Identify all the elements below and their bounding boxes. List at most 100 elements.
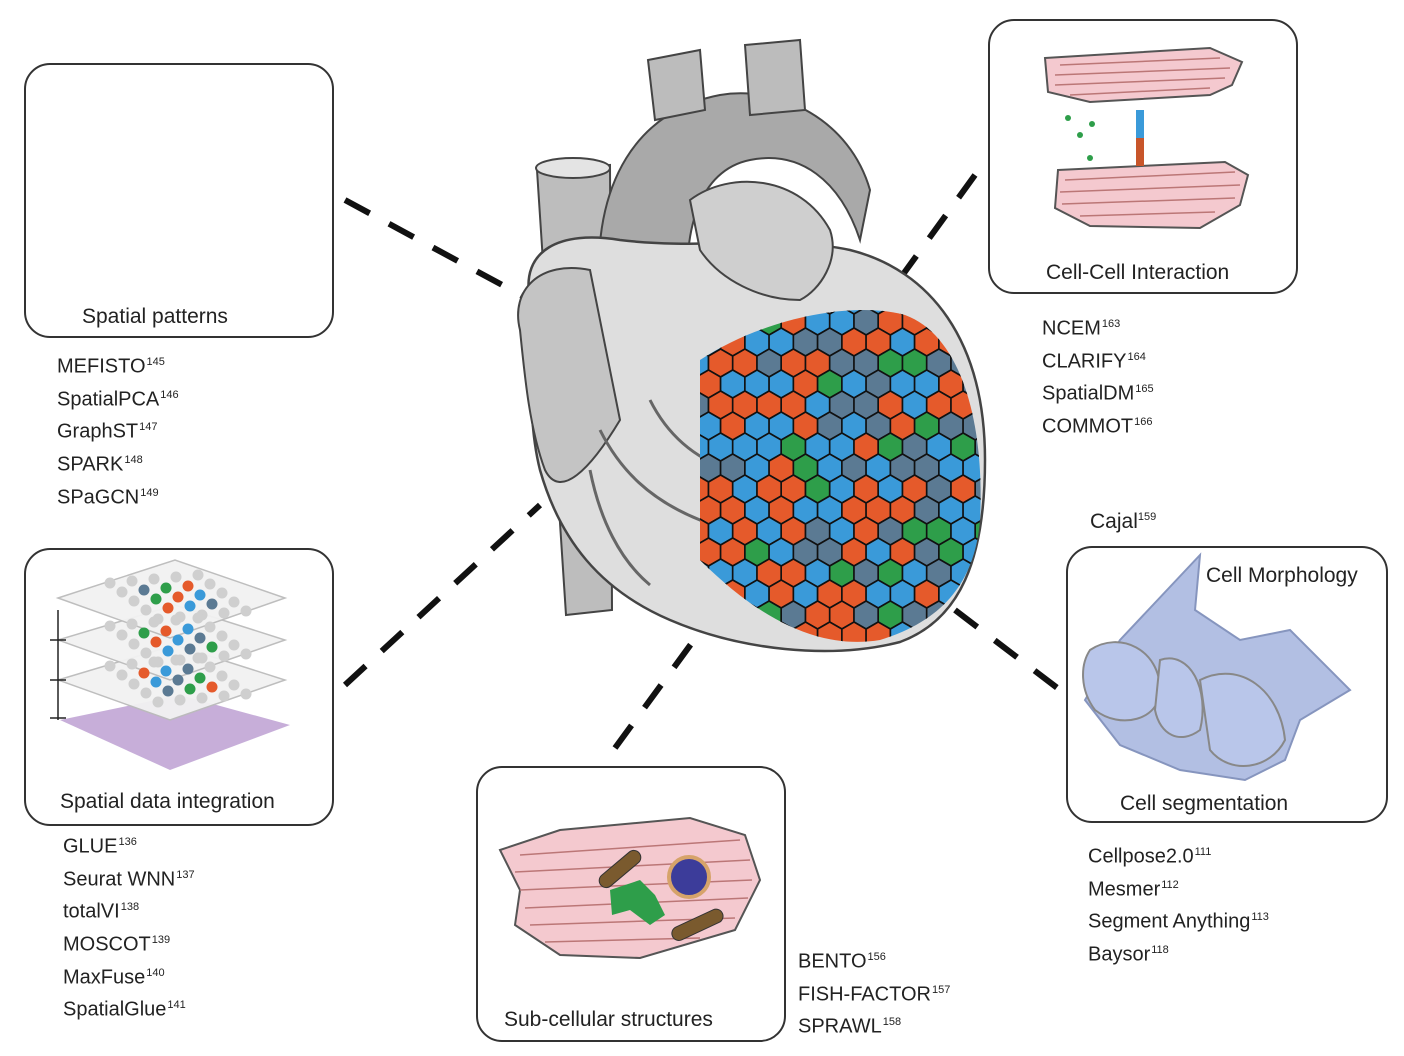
layer-spot — [104, 660, 116, 672]
layer-spot — [104, 577, 116, 589]
spatial-spot — [962, 579, 981, 609]
spatial-spot — [975, 769, 999, 797]
spatial-spot — [696, 706, 720, 734]
method-name: totalVI — [63, 900, 120, 923]
method-item: GLUE136 — [63, 828, 195, 861]
method-reference: 163 — [1101, 318, 1121, 330]
spatial-spot — [1024, 601, 1048, 629]
spatial-spot — [987, 454, 1011, 482]
spatial-spot — [769, 706, 793, 734]
layer-spot — [174, 694, 186, 706]
spatial-spot — [1036, 454, 1060, 482]
spatial-spot — [1000, 727, 1024, 755]
spatial-spot — [903, 685, 927, 713]
spatial-spot — [890, 706, 914, 734]
method-reference: 156 — [867, 951, 886, 963]
spatial-spot — [1157, 496, 1181, 524]
spatial-spot — [1121, 475, 1145, 503]
spatial-spot — [769, 664, 793, 692]
layer-spot — [138, 584, 150, 596]
spatial-spot — [878, 685, 902, 713]
method-name: GLUE — [63, 835, 118, 858]
method-name: GraphST — [57, 420, 139, 443]
layer-spot — [138, 667, 150, 679]
layer-spot — [160, 625, 172, 637]
spatial-spot — [1084, 454, 1108, 482]
layer-spot — [128, 595, 140, 607]
layer-spot — [170, 654, 182, 666]
method-reference: 113 — [1251, 911, 1269, 924]
spatial-spot — [1036, 580, 1060, 608]
method-name: SPaGCN — [57, 486, 140, 509]
layer-spot — [172, 674, 184, 686]
spatial-spot — [1169, 307, 1193, 335]
spatial-spot — [1012, 748, 1036, 776]
layer-spot — [140, 647, 152, 659]
spatial-spot — [903, 643, 927, 671]
spatial-spot — [1024, 685, 1048, 713]
subcellular-art — [498, 816, 762, 960]
layer-spot — [216, 587, 228, 599]
layer-spot — [194, 672, 206, 684]
method-name: SPRAWL — [798, 1015, 882, 1038]
method-reference: 148 — [124, 453, 143, 466]
layer-spot — [128, 638, 140, 650]
layer-spot — [240, 605, 252, 617]
layer-spot — [184, 683, 196, 695]
sub-cellular-panel: Sub-cellular structures — [476, 766, 786, 1042]
spatial-spot — [709, 727, 733, 755]
method-reference: 137 — [176, 868, 195, 881]
cell-morphology-label: Cell Morphology — [1206, 564, 1358, 587]
spatial-spot — [745, 664, 769, 692]
spatial-spot — [866, 748, 890, 776]
spatial-spot — [709, 643, 733, 671]
spatial-spot — [793, 664, 817, 692]
layer-spot — [206, 641, 218, 653]
layer-spot — [148, 573, 160, 585]
spatial-spot — [1109, 454, 1133, 482]
spatial-spot — [1024, 475, 1048, 503]
spatial-spot — [781, 685, 805, 713]
spatial-spot — [915, 664, 939, 692]
spatial-spot — [1145, 475, 1169, 503]
layer-spot — [182, 623, 194, 635]
spatial-spot — [721, 706, 745, 734]
spatial-spot — [878, 769, 902, 797]
layer-spot — [228, 679, 240, 691]
method-item: Mesmer112 — [1088, 871, 1269, 904]
spatial-spot — [987, 412, 1011, 440]
method-reference: 141 — [167, 999, 186, 1012]
spatial-spot — [866, 706, 890, 734]
spatial-spot — [1097, 475, 1121, 503]
spatial-spot — [903, 727, 927, 755]
method-name: MOSCOT — [63, 933, 151, 956]
spatial-spot — [974, 310, 981, 336]
spatial-spot — [951, 643, 975, 671]
method-reference: 140 — [146, 966, 165, 979]
spatial-spot — [987, 538, 1011, 566]
spatial-data-integration-panel: Spatial data integration — [24, 548, 334, 826]
method-item: totalVI138 — [63, 893, 195, 926]
layer-spot — [126, 575, 138, 587]
method-reference: 165 — [1135, 383, 1154, 396]
layer-spot — [116, 629, 128, 641]
spatial-spot — [939, 706, 963, 734]
method-item: FISH-FACTOR157 — [798, 976, 950, 1009]
spatial-spot — [866, 664, 890, 692]
method-item: SPRAWL158 — [798, 1008, 950, 1041]
layer-spot — [240, 648, 252, 660]
spatial-spot — [1012, 496, 1036, 524]
spatial-spot — [975, 727, 999, 755]
spatial-spot — [974, 558, 981, 588]
method-item: GraphST147 — [57, 413, 179, 446]
spatial-spot — [1060, 496, 1084, 524]
method-reference: 145 — [146, 356, 165, 368]
spatial-spot — [890, 748, 914, 776]
spatial-spot — [816, 621, 843, 642]
layer-spot — [170, 571, 182, 583]
spatial-spot — [975, 685, 999, 713]
method-item: CLARIFY164 — [1042, 343, 1154, 376]
layer-spot — [194, 589, 206, 601]
spatial-spot — [696, 664, 720, 692]
spatial-spot — [818, 664, 842, 692]
